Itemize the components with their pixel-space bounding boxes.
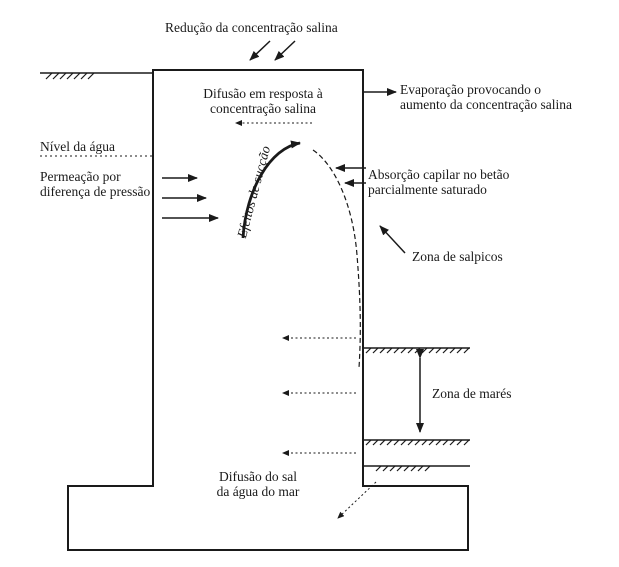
seabed-line bbox=[364, 465, 470, 472]
evaporation-label: Evaporação provocando o aumento da conce… bbox=[400, 82, 572, 112]
salt-diffusion-label: Difusão do sal da água do mar bbox=[190, 469, 326, 499]
low-tide-line bbox=[364, 439, 470, 446]
top-label: Redução da concentração salina bbox=[165, 20, 338, 35]
salt-diffusion-line-2: da água do mar bbox=[216, 484, 300, 499]
evaporation-line-2: aumento da concentração salina bbox=[400, 97, 573, 112]
wall-outline bbox=[67, 69, 469, 551]
footing-diffusion-arrow bbox=[337, 481, 377, 519]
moisture-front bbox=[312, 149, 361, 369]
splash-zone-label: Zona de salpicos bbox=[412, 249, 503, 264]
top-arrow-2 bbox=[274, 40, 296, 61]
suction-label: Efeitos de sucção bbox=[234, 144, 273, 240]
diffusion-top-line-2: concentração salina bbox=[209, 101, 317, 116]
tidal-zone-label: Zona de marés bbox=[432, 386, 512, 401]
evaporation-line-1: Evaporação provocando o bbox=[400, 82, 541, 97]
permeation-line-2: diferença de pressão bbox=[40, 184, 151, 199]
capillary-line-1: Absorção capilar no betão bbox=[368, 167, 510, 182]
diffusion-top-label: Difusão em resposta à concentração salin… bbox=[175, 86, 351, 116]
high-tide-line bbox=[364, 347, 470, 354]
top-arrow-1 bbox=[249, 40, 271, 61]
diffusion-top-line-1: Difusão em resposta à bbox=[203, 86, 323, 101]
splash-arrow bbox=[379, 225, 406, 254]
permeation-line-1: Permeação por bbox=[40, 169, 121, 184]
suction-curve bbox=[241, 140, 301, 239]
capillary-line-2: parcialmente saturado bbox=[368, 182, 487, 197]
permeation-label: Permeação por diferença de pressão bbox=[40, 169, 150, 199]
capillary-label: Absorção capilar no betão parcialmente s… bbox=[368, 167, 509, 197]
salt-diffusion-line-1: Difusão do sal bbox=[219, 469, 297, 484]
left-ground-surface bbox=[40, 72, 153, 80]
water-level-label: Nível da água bbox=[40, 139, 115, 154]
